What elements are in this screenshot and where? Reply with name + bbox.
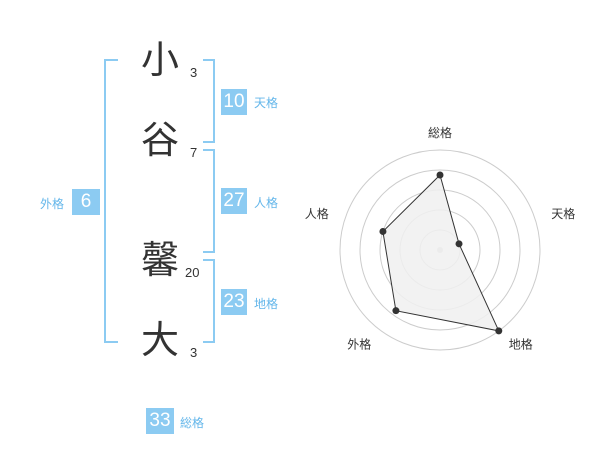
chikaku-badge: 23	[221, 289, 247, 315]
jinkaku-bracket	[203, 149, 215, 253]
radar-point-3	[495, 327, 503, 335]
radar-axis-label-5: 人格	[305, 206, 329, 221]
soukaku-badge: 33	[146, 408, 174, 434]
radar-point-2	[455, 240, 463, 248]
radar-grid-ring	[359, 169, 521, 331]
gaikaku-label: 外格	[40, 197, 65, 211]
radar-axis-label-4: 外格	[347, 337, 371, 352]
radar-axis-label-1: 総格	[428, 125, 452, 140]
stroke-count-3: 20	[185, 265, 200, 280]
name-char-2: 谷	[140, 118, 179, 162]
chikaku-label: 地格	[254, 297, 279, 311]
radar-axis-label-2: 天格	[551, 206, 575, 221]
radar-point-5	[379, 227, 387, 235]
gaikaku-badge: 6	[72, 189, 100, 215]
stroke-count-2: 7	[190, 145, 198, 160]
tenkaku-badge: 10	[221, 89, 247, 115]
jinkaku-label: 人格	[254, 196, 279, 210]
jinkaku-badge: 27	[221, 188, 247, 214]
stroke-count-4: 3	[190, 345, 198, 360]
tenkaku-label: 天格	[254, 96, 279, 110]
stroke-count-1: 3	[190, 65, 198, 80]
radar-grid-ring	[339, 149, 541, 351]
tenkaku-bracket	[203, 59, 215, 143]
name-char-1: 小	[140, 38, 179, 82]
radar-point-1	[436, 171, 444, 179]
radar-series-area	[382, 174, 500, 332]
name-char-3: 馨	[140, 238, 179, 282]
chikaku-bracket	[203, 259, 215, 343]
name-char-4: 大	[140, 318, 179, 362]
radar-point-4	[392, 307, 400, 315]
soukaku-label: 総格	[180, 416, 205, 430]
radar-axis-label-3: 地格	[509, 337, 533, 352]
gaikaku-bracket	[104, 59, 118, 343]
